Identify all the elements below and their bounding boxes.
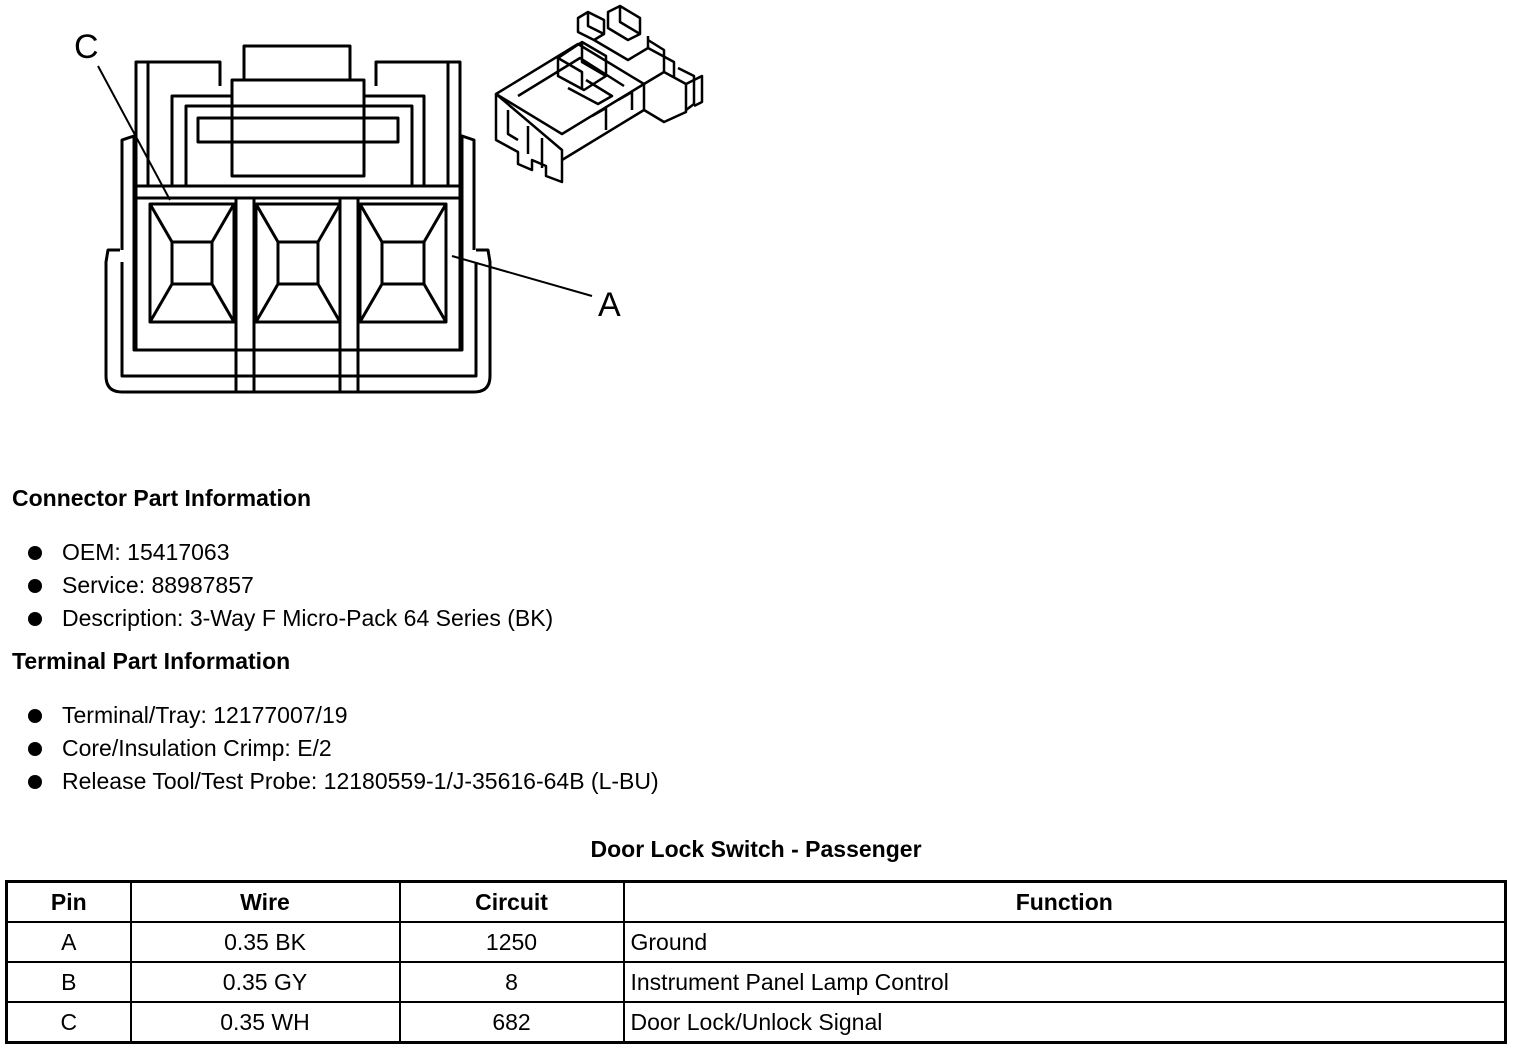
connector-info-list: OEM: 15417063 Service: 88987857 Descript… bbox=[28, 536, 553, 635]
wire-cell: 0.35 BK bbox=[129, 921, 401, 963]
list-item: Core/Insulation Crimp: E/2 bbox=[28, 732, 659, 765]
pin-table: Pin Wire Circuit Function A 0.35 BK 1250… bbox=[5, 880, 1507, 1044]
circuit-cell: 682 bbox=[398, 1001, 625, 1044]
column-header-pin: Pin bbox=[5, 880, 132, 923]
pin-cell: A bbox=[5, 921, 132, 963]
table-row: A 0.35 BK 1250 Ground bbox=[5, 921, 1507, 963]
column-header-function: Function bbox=[622, 880, 1507, 923]
circuit-cell: 1250 bbox=[398, 921, 625, 963]
terminal-info-list: Terminal/Tray: 12177007/19 Core/Insulati… bbox=[28, 699, 659, 798]
list-item: Description: 3-Way F Micro-Pack 64 Serie… bbox=[28, 602, 553, 635]
function-cell: Ground bbox=[622, 921, 1507, 963]
wire-cell: 0.35 GY bbox=[129, 961, 401, 1003]
list-item: Terminal/Tray: 12177007/19 bbox=[28, 699, 659, 732]
table-row: C 0.35 WH 682 Door Lock/Unlock Signal bbox=[5, 1001, 1507, 1044]
wire-cell: 0.35 WH bbox=[129, 1001, 401, 1044]
connector-face-diagram bbox=[97, 44, 593, 394]
callout-c-leader bbox=[97, 65, 171, 201]
callout-c-label: C bbox=[74, 28, 99, 66]
table-header-row: Pin Wire Circuit Function bbox=[5, 880, 1507, 923]
callout-a-label: A bbox=[598, 286, 621, 324]
function-cell: Instrument Panel Lamp Control bbox=[622, 961, 1507, 1003]
connector-isometric-diagram bbox=[494, 4, 704, 184]
table-row: B 0.35 GY 8 Instrument Panel Lamp Contro… bbox=[5, 961, 1507, 1003]
list-item: Release Tool/Test Probe: 12180559-1/J-35… bbox=[28, 765, 659, 798]
list-item: Service: 88987857 bbox=[28, 569, 553, 602]
circuit-cell: 8 bbox=[398, 961, 625, 1003]
connector-info-heading: Connector Part Information bbox=[12, 485, 312, 511]
function-cell: Door Lock/Unlock Signal bbox=[622, 1001, 1507, 1044]
pin-table-title: Door Lock Switch - Passenger bbox=[590, 836, 922, 862]
column-header-wire: Wire bbox=[129, 880, 401, 923]
callout-a-leader bbox=[451, 255, 593, 297]
pin-cell: C bbox=[5, 1001, 132, 1044]
terminal-info-heading: Terminal Part Information bbox=[12, 648, 291, 674]
pin-cell: B bbox=[5, 961, 132, 1003]
list-item: OEM: 15417063 bbox=[28, 536, 553, 569]
column-header-circuit: Circuit bbox=[398, 880, 625, 923]
